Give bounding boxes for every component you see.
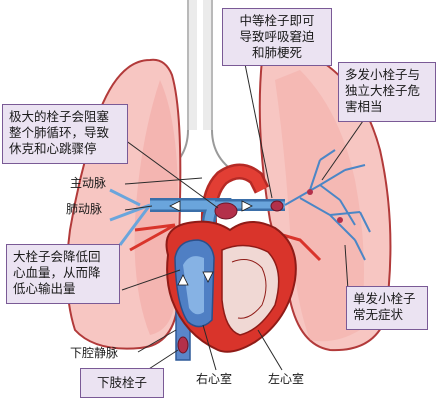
flow-arrows [169,200,253,286]
medium-embolus-clot [270,200,284,212]
emboli [177,189,343,354]
pulmonary-artery-label: 肺动脉 [66,202,103,216]
single-small-embolus-callout: 单发小栓子 常无症状 [346,286,428,330]
medium-embolus-callout: 中等栓子即可 导致呼吸窘迫 和肺梗死 [222,8,332,66]
multiple-small-emboli-callout: 多发小栓子与 独立大栓子危 害相当 [338,62,436,122]
large-embolus-clot [214,202,238,220]
ivc-label: 下腔静脉 [70,346,119,360]
left-ventricle-label: 左心室 [268,372,305,386]
lower-limb-embolus-callout: 下肢栓子 [80,368,164,398]
right-ventricle-label: 右心室 [196,372,233,386]
reduced-output-callout: 大栓子会降低回 心血量，从而降 低心输出量 [6,244,120,304]
large-embolus-callout: 极大的栓子会阻塞 整个肺循环，导致 休克和心跳骤停 [2,104,128,164]
heart [165,220,297,353]
aorta-label: 主动脉 [70,176,107,190]
leader-lines [121,63,373,381]
lower-limb-clot [177,336,189,354]
